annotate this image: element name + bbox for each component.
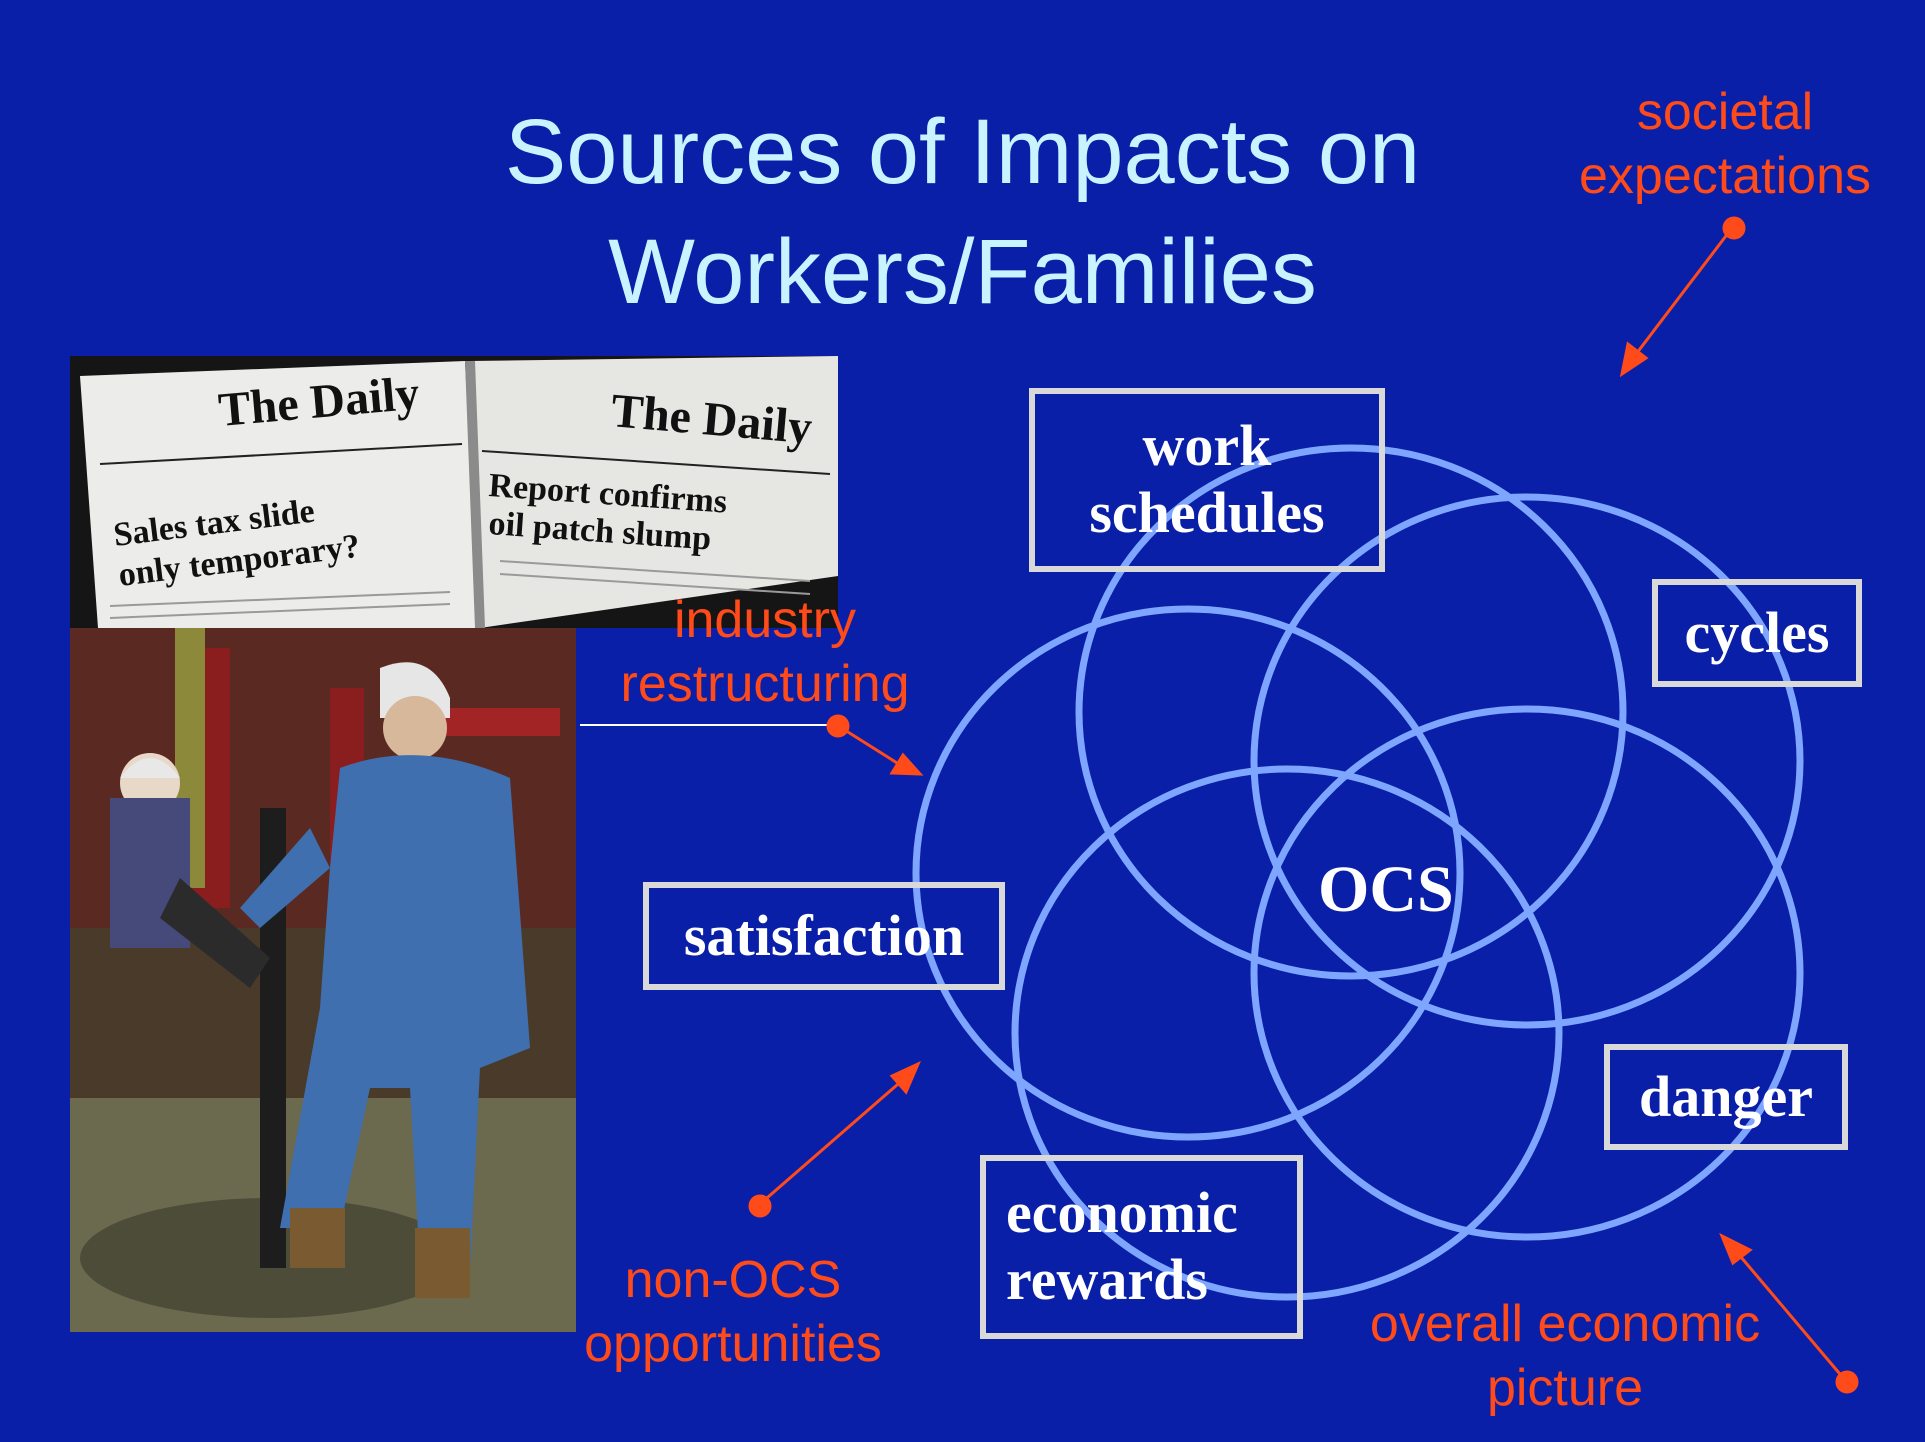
industry-line-1: industry	[673, 591, 857, 649]
arrow-industry-dot	[826, 714, 850, 738]
slide-title: Sources of Impacts on Workers/Families	[0, 92, 1925, 332]
arrow-industry-head	[889, 752, 924, 776]
title-line-1: Sources of Impacts on	[504, 101, 1421, 203]
work-schedules-line-2: schedules	[1089, 480, 1325, 545]
overall-line-1: overall economic	[1369, 1295, 1761, 1353]
economic-rewards-line-2: rewards	[1006, 1247, 1208, 1312]
newspaper-illustration: The Daily The Daily Sales tax slide only…	[80, 356, 838, 628]
label-overall-economic-picture: overall economic picture	[1345, 1292, 1785, 1420]
non-ocs-line-1: non-OCS	[624, 1251, 842, 1309]
label-industry-restructuring: industry restructuring	[600, 588, 930, 716]
arrow-non-ocs-dot	[748, 1194, 772, 1218]
overall-line-2: picture	[1486, 1359, 1644, 1417]
satisfaction-text: satisfaction	[683, 902, 965, 968]
oil-rig-illustration	[70, 628, 576, 1332]
venn-circle-right-lower	[1250, 705, 1804, 1241]
oil-worker-photo	[70, 628, 576, 1332]
arrow-non-ocs-head	[889, 1061, 921, 1095]
venn-circle-top	[1075, 444, 1627, 980]
non-ocs-line-2: opportunities	[584, 1315, 882, 1373]
venn-circle-left	[912, 605, 1464, 1141]
industry-line-2: restructuring	[620, 655, 910, 713]
economic-rewards-line-1: economic	[1006, 1180, 1238, 1246]
arrow-industry	[839, 725, 906, 770]
work-schedules-line-1: work	[1142, 413, 1272, 479]
danger-text: danger	[1639, 1063, 1813, 1129]
title-line-2: Workers/Families	[608, 221, 1317, 323]
label-societal-expectations: societal expectations	[1560, 80, 1890, 208]
box-economic-rewards: economic rewards	[980, 1155, 1303, 1339]
box-satisfaction: satisfaction	[643, 882, 1005, 990]
arrow-non-ocs	[759, 1076, 906, 1206]
box-danger: danger	[1604, 1044, 1848, 1150]
box-work-schedules: work schedules	[1029, 388, 1385, 572]
cycles-text: cycles	[1684, 599, 1830, 665]
venn-circle-bottom	[1011, 765, 1563, 1301]
box-cycles: cycles	[1652, 579, 1862, 687]
arrow-economic-head	[1719, 1232, 1753, 1266]
arrow-economic-dot	[1835, 1370, 1859, 1394]
newspaper-photo: The Daily The Daily Sales tax slide only…	[70, 356, 838, 628]
societal-line-2: expectations	[1579, 147, 1871, 205]
ocs-label: OCS	[1318, 853, 1454, 926]
arrow-economic	[1733, 1249, 1847, 1381]
label-non-ocs-opportunities: non-OCS opportunities	[568, 1248, 898, 1376]
venn-circle-right-upper	[1250, 493, 1804, 1029]
societal-line-1: societal	[1636, 83, 1814, 141]
arrow-societal-head	[1619, 341, 1649, 378]
arrow-societal-dot	[1722, 216, 1746, 240]
arrow-societal	[1628, 227, 1734, 363]
